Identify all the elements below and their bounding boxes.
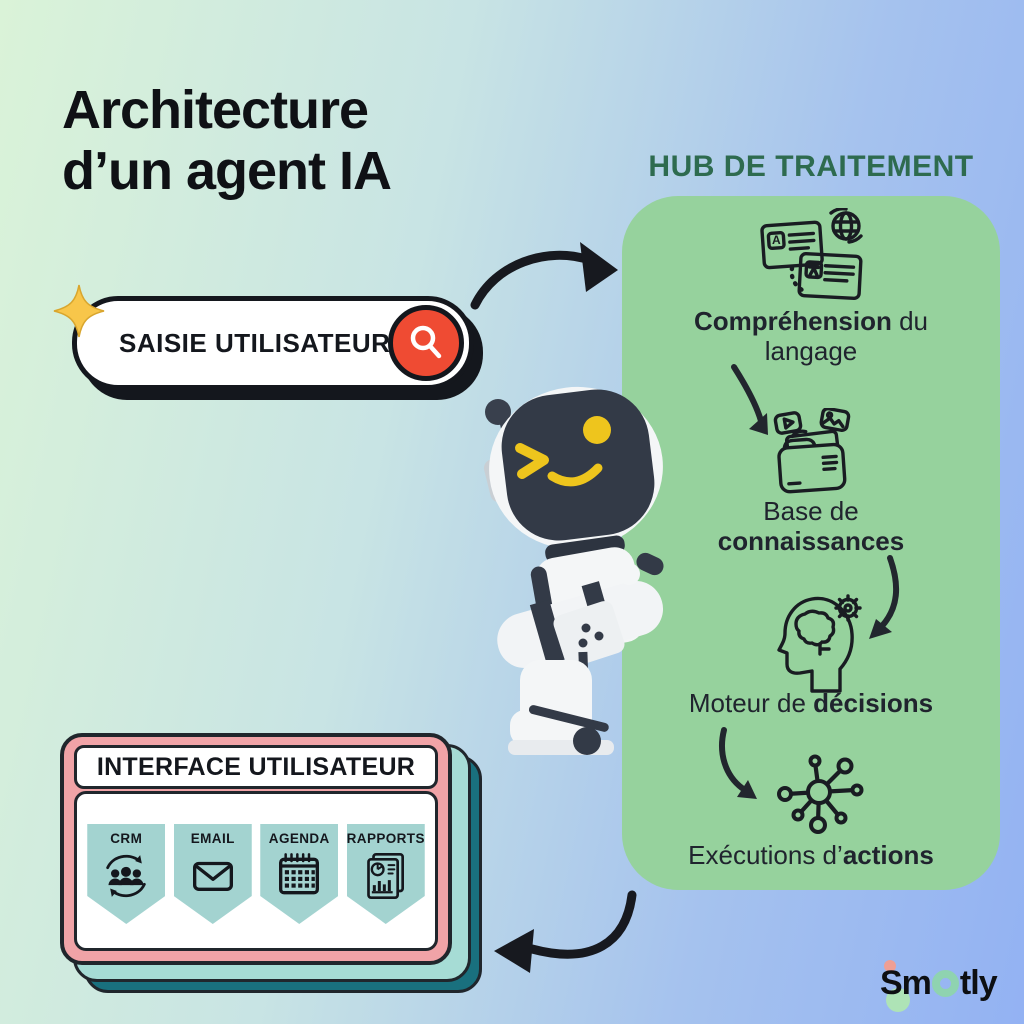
svg-text:A: A [772,233,781,247]
interface-card-title: INTERFACE UTILISATEUR [74,745,438,789]
search-button [388,305,464,381]
bookmark-label: RAPPORTS [346,831,425,846]
report-charts-icon [366,853,404,899]
interface-card-frame: INTERFACE UTILISATEUR CRM [60,733,452,965]
language-translation-icon: A [760,208,863,300]
bookmark-label: AGENDA [268,831,330,846]
flow-arrow-down-icon [719,727,757,799]
bookmark-crm: CRM [87,824,166,924]
bookmark-email: EMAIL [173,824,252,924]
logo-text-end: tly [959,964,998,1002]
search-icon [410,325,442,359]
interface-card-body: CRM [74,791,438,951]
user-input-pill: SAISIE UTILISATEUR [72,296,474,390]
step-label-base-connaissances: Base de connaissances [717,496,905,557]
bookmark-label: CRM [110,831,143,846]
knowledge-base-folder-icon [773,408,851,494]
page-title: Architecture d’un agent IA [62,80,392,202]
bookmark-rapports: RAPPORTS [346,824,425,924]
calendar-icon [279,853,320,895]
sparkle-star-icon [53,284,105,338]
hub-header: HUB DE TRAITEMENT [648,150,974,183]
flow-arrow-down-icon [731,364,768,435]
winking-robot-mascot [483,386,664,755]
bookmark-agenda: AGENDA [260,824,339,924]
flow-arrow-down-icon [869,555,900,639]
logo-green-dot [886,988,910,1012]
logo-text-start: Sm [880,964,932,1002]
decision-head-gear-icon [777,594,862,693]
hub-panel: A Compréhension du langage [622,196,1000,890]
arrow-hub-to-interface-icon [494,890,637,973]
interface-card: INTERFACE UTILISATEUR CRM [60,733,482,993]
page-title-line2: d’un agent IA [62,141,392,202]
logo-pink-dot [884,960,896,972]
arrow-input-to-hub-icon [470,242,618,310]
step-label-executions-actions: Exécutions d’actions [688,840,934,870]
step-label-comprehension: Compréhension du langage [693,306,929,367]
user-input-label: SAISIE UTILISATEUR [119,327,391,358]
page-title-line1: Architecture [62,80,369,140]
actions-network-icon [777,754,864,834]
logo-a-ring [931,970,959,997]
crm-people-sync-icon [106,854,146,898]
step-label-moteur-decisions: Moteur de décisions [688,688,934,718]
bookmark-label: EMAIL [190,831,235,846]
email-envelope-icon [192,861,233,891]
